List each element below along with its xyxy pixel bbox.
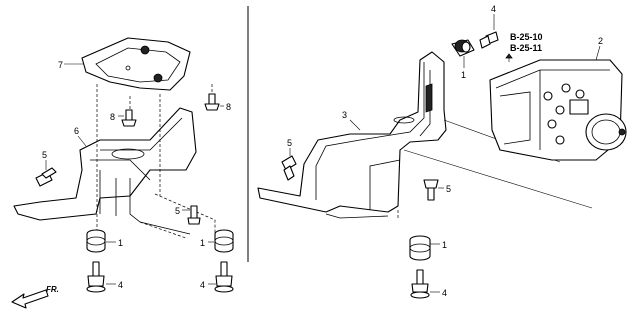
grommet-top bbox=[451, 39, 475, 57]
callout-4-bottom: 4 bbox=[442, 288, 447, 298]
callout-5-mid-right: 5 bbox=[446, 184, 451, 194]
reference-b-25-10: B-25-10 bbox=[510, 32, 543, 42]
bolt-5-side bbox=[35, 167, 57, 187]
bolt-5-mid-right bbox=[423, 179, 439, 201]
bolt-5-mid bbox=[187, 205, 201, 225]
bolt-5-left bbox=[281, 155, 297, 181]
bolt-8-upper bbox=[121, 109, 137, 127]
front-direction-arrow: FR. bbox=[11, 285, 59, 309]
callout-5-left: 5 bbox=[287, 138, 292, 148]
callout-5-mid: 5 bbox=[175, 206, 180, 216]
front-label: FR. bbox=[46, 285, 59, 294]
reference-b-25-11: B-25-11 bbox=[510, 43, 542, 53]
mount-1-a bbox=[86, 229, 106, 253]
callout-1-b: 1 bbox=[200, 238, 205, 248]
callout-4-a: 4 bbox=[118, 280, 123, 290]
callout-4-top: 4 bbox=[491, 4, 496, 14]
callout-8-upper: 8 bbox=[110, 112, 115, 122]
callout-1-a: 1 bbox=[118, 238, 123, 248]
bolt-4-b bbox=[214, 261, 234, 293]
callout-7: 7 bbox=[58, 60, 63, 70]
mount-1-b bbox=[214, 229, 234, 253]
bolt-4-top bbox=[479, 31, 499, 49]
mount-1-right bbox=[409, 235, 431, 261]
callout-1-grommet: 1 bbox=[461, 70, 466, 80]
callout-6: 6 bbox=[74, 126, 79, 136]
upper-bracket bbox=[81, 37, 191, 91]
bolt-4-a bbox=[86, 261, 106, 293]
right-assembly: 4 1 2 3 5 5 1 4 B-25-10 B-25-11 bbox=[257, 4, 627, 299]
left-assembly: 7 8 8 6 5 5 1 1 4 4 FR. bbox=[11, 37, 234, 309]
main-bracket bbox=[13, 107, 197, 221]
callout-5-side: 5 bbox=[42, 150, 47, 160]
mounting-bracket bbox=[257, 51, 447, 213]
callout-4-b: 4 bbox=[200, 280, 205, 290]
bolt-4-bottom bbox=[410, 269, 430, 299]
abs-modulator-unit bbox=[489, 59, 627, 161]
bolt-8-right bbox=[204, 93, 220, 111]
callout-2: 2 bbox=[598, 36, 603, 46]
callout-8-right: 8 bbox=[226, 102, 231, 112]
callout-3: 3 bbox=[342, 110, 347, 120]
callout-1-right: 1 bbox=[442, 240, 447, 250]
